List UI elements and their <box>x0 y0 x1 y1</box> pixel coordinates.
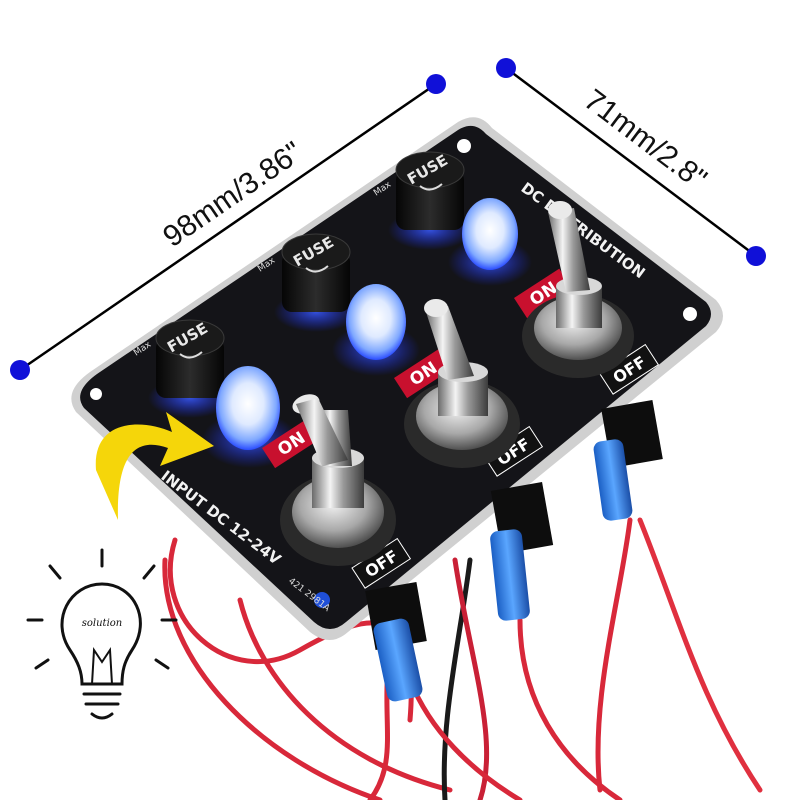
toggle-switch[interactable]: ON OFF <box>262 391 427 651</box>
wire-connector <box>490 529 530 621</box>
fuse-holder[interactable]: FUSE <box>148 319 232 418</box>
curved-arrow-icon <box>95 412 214 520</box>
rotate-arrow-icon <box>179 351 203 359</box>
mounting-hole <box>314 592 330 608</box>
length-label: 98mm/3.86" <box>157 136 308 254</box>
indicator-led <box>332 284 420 376</box>
dimension-endpoint-icon <box>426 74 446 94</box>
mounting-hole <box>683 307 697 321</box>
bulb-label: solution <box>82 618 122 629</box>
fuse-holder[interactable]: FUSE <box>274 233 358 332</box>
light-bulb-icon <box>26 548 178 720</box>
rotate-arrow-icon <box>305 265 329 273</box>
wire-connector <box>373 618 423 702</box>
toggle-switch[interactable]: ON OFF <box>514 201 663 469</box>
fuse-holder[interactable]: FUSE <box>388 151 472 250</box>
mounting-hole <box>457 139 471 153</box>
dimension-endpoint-icon <box>746 246 766 266</box>
width-label: 71mm/2.8" <box>578 83 713 196</box>
wire-connector <box>593 439 633 521</box>
mounting-hole <box>90 388 102 400</box>
rotate-arrow-icon <box>419 183 443 191</box>
toggle-switch[interactable]: ON OFF <box>394 299 554 555</box>
dimension-endpoint-icon <box>10 360 30 380</box>
indicator-led <box>448 198 532 286</box>
dimension-endpoint-icon <box>496 58 516 78</box>
